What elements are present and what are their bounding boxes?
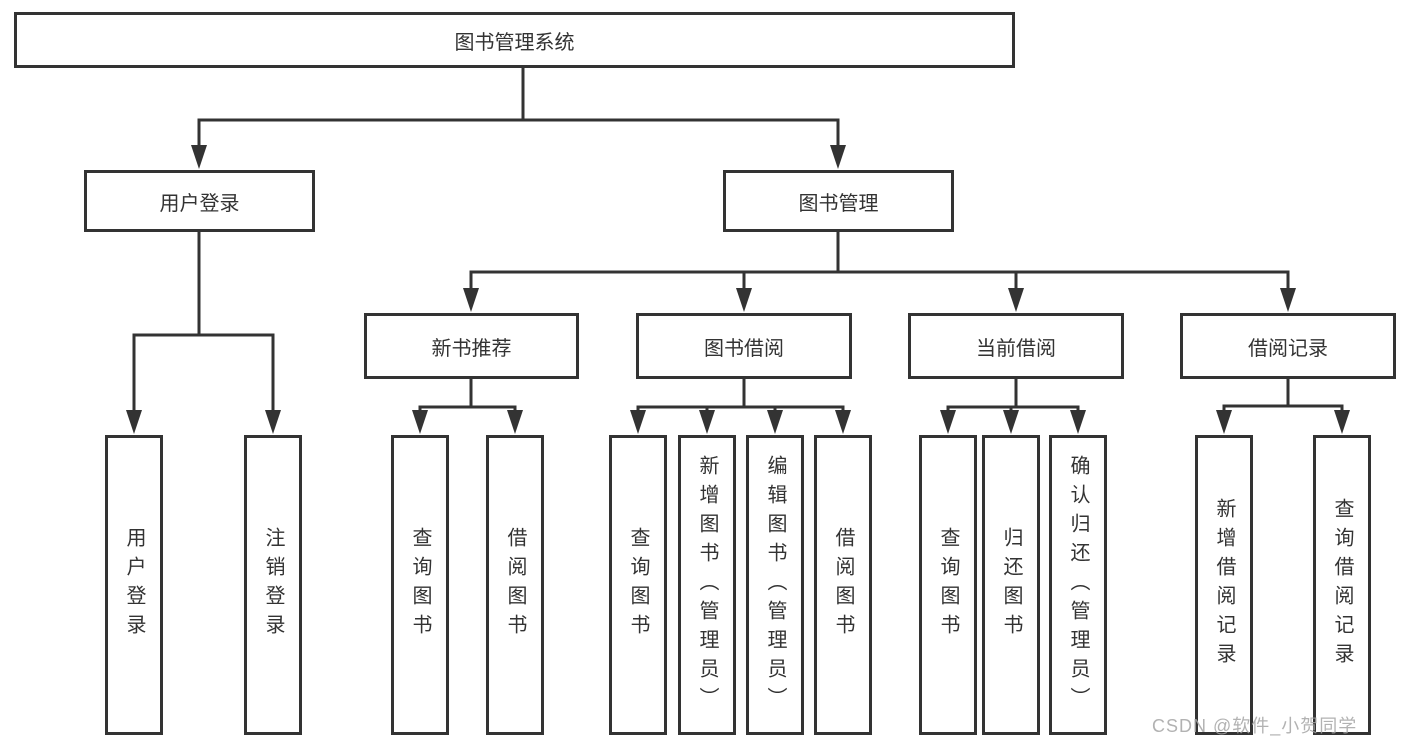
leaf-confirm-return-admin: 确认归还（管理员） — [1049, 435, 1107, 735]
leaf-label: 新增图书（管理员） — [696, 454, 718, 716]
leaf-query-book-current: 查询图书 — [919, 435, 977, 735]
connector-userlogin-to-leaves — [132, 231, 275, 412]
node-label: 新书推荐 — [431, 337, 512, 360]
csdn-watermark: CSDN @软件_小贺同学 — [1152, 716, 1358, 736]
leaf-borrow-book-recommend: 借阅图书 — [486, 435, 544, 735]
node-book-borrow: 图书借阅 — [636, 313, 852, 379]
leaf-borrow-book: 借阅图书 — [814, 435, 872, 735]
connector-newbook-to-leaves — [418, 377, 517, 414]
connector-borrowrecords-to-leaves — [1222, 377, 1344, 414]
node-book-management: 图书管理 — [723, 170, 954, 232]
leaf-label: 查询图书 — [937, 527, 959, 643]
leaf-return-book: 归还图书 — [982, 435, 1040, 735]
leaf-edit-book-admin: 编辑图书（管理员） — [746, 435, 804, 735]
leaf-label: 用户登录 — [123, 527, 145, 643]
leaf-query-book-recommend: 查询图书 — [391, 435, 449, 735]
node-label: 图书管理 — [798, 192, 879, 215]
leaf-label: 编辑图书（管理员） — [764, 454, 786, 716]
leaf-add-borrow-record: 新增借阅记录 — [1195, 435, 1253, 735]
node-current-borrow: 当前借阅 — [908, 313, 1124, 379]
node-user-login: 用户登录 — [84, 170, 315, 232]
node-label: 当前借阅 — [976, 337, 1056, 360]
node-root-system: 图书管理系统 — [14, 12, 1015, 68]
node-label: 用户登录 — [159, 192, 240, 215]
leaf-query-borrow-record: 查询借阅记录 — [1313, 435, 1371, 735]
connector-bookmgmt-to-level3 — [469, 231, 1290, 291]
connector-currentborrow-to-leaves — [946, 377, 1080, 414]
node-label: 图书管理系统 — [454, 31, 575, 54]
node-label: 图书借阅 — [704, 337, 784, 360]
leaf-label: 查询图书 — [409, 527, 431, 643]
node-borrow-records: 借阅记录 — [1180, 313, 1396, 379]
leaf-logout: 注销登录 — [244, 435, 302, 735]
arrowheads — [126, 145, 1350, 434]
leaf-label: 查询借阅记录 — [1331, 498, 1353, 672]
leaf-query-book-borrow: 查询图书 — [609, 435, 667, 735]
leaf-label: 注销登录 — [262, 527, 284, 643]
leaf-add-book-admin: 新增图书（管理员） — [678, 435, 736, 735]
leaf-label: 归还图书 — [1000, 527, 1022, 643]
connector-root-to-level2 — [197, 67, 840, 148]
leaf-label: 新增借阅记录 — [1213, 498, 1235, 672]
node-label: 借阅记录 — [1248, 337, 1328, 360]
connector-bookborrow-to-leaves — [636, 377, 845, 414]
leaf-label: 借阅图书 — [832, 527, 854, 643]
leaf-user-login: 用户登录 — [105, 435, 163, 735]
leaf-label: 借阅图书 — [504, 527, 526, 643]
leaf-label: 确认归还（管理员） — [1067, 454, 1089, 716]
node-new-book-recommend: 新书推荐 — [364, 313, 579, 379]
leaf-label: 查询图书 — [627, 527, 649, 643]
